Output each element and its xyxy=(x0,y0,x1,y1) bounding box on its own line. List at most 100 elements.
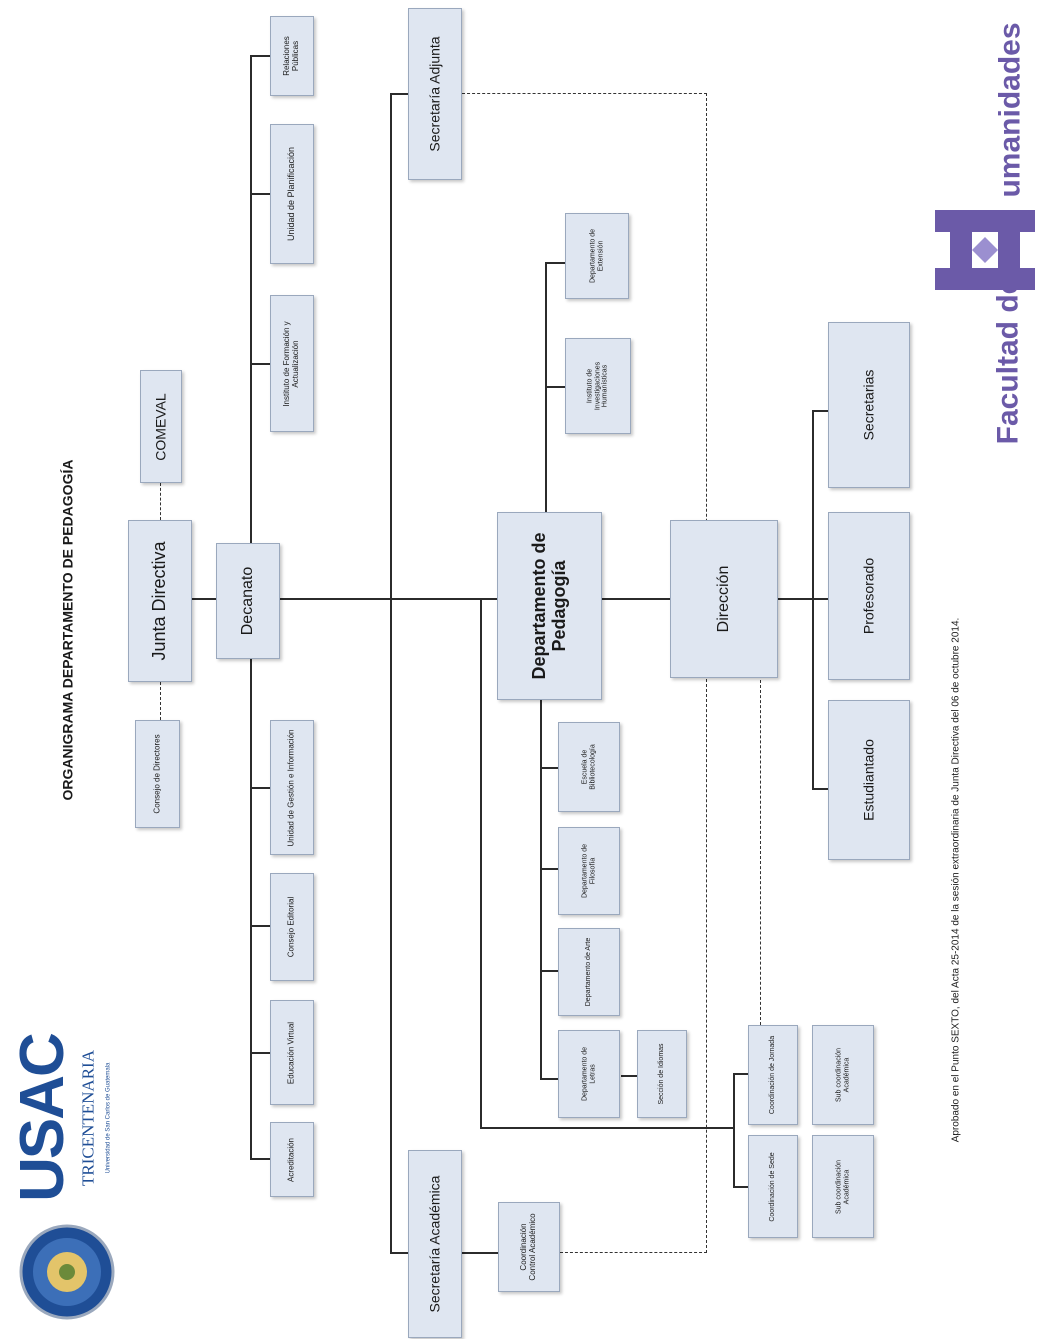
tick-filosofia xyxy=(540,868,558,870)
tick-coord-jornada xyxy=(733,1073,748,1075)
box-sub-academica-1: Sub coordinación Académica xyxy=(812,1025,874,1125)
box-instituto-formacion: Instituto de Formación y Actualización xyxy=(270,295,314,432)
box-acreditacion: Acreditación xyxy=(270,1122,314,1197)
facultad-suffix: umanidades xyxy=(993,22,1027,198)
label-instituto-formacion: Instituto de Formación y Actualización xyxy=(282,320,300,407)
tick-letras xyxy=(540,1078,558,1080)
label-junta-directiva: Junta Directiva xyxy=(149,541,170,661)
approval-note: Aprobado en el Punto SEXTO, del Acta 25-… xyxy=(945,430,967,1330)
box-comeval: COMEVAL xyxy=(140,370,182,483)
box-direccion: Dirección xyxy=(670,520,778,678)
label-consejo-editorial: Consejo Editorial xyxy=(286,896,296,958)
label-acreditacion: Acreditación xyxy=(286,1137,296,1182)
box-educacion-virtual: Educación Virtual xyxy=(270,1000,314,1105)
box-relaciones-publicas: Relaciones Públicas xyxy=(270,16,314,96)
tick-bibliotecologia xyxy=(540,767,558,769)
label-consejo-directores: Consejo de Directores xyxy=(152,734,162,814)
box-sub-academica-2: Sub coordinación Académica xyxy=(812,1135,874,1238)
box-unidad-planificacion: Unidad de Planificación xyxy=(270,124,314,264)
h-logo-icon xyxy=(935,210,1035,290)
box-instituto-investigaciones: Instituto de Investigaciones Humanística… xyxy=(565,338,631,434)
secretarias-branch-line xyxy=(390,93,392,1253)
box-coordinacion-jornada: Coordinación de Jornada xyxy=(748,1025,798,1125)
usac-seal-icon xyxy=(19,1224,115,1320)
box-unidad-gestion: Unidad de Gestión e Información xyxy=(270,720,314,855)
label-coordinacion-control: Coordinación Control Académico xyxy=(519,1213,537,1281)
label-unidad-planificacion: Unidad de Planificación xyxy=(286,146,297,242)
staff-branch-line xyxy=(812,410,814,790)
usac-name: USAC xyxy=(7,1033,77,1202)
letras-idiomas-line xyxy=(621,1075,637,1077)
tick-extension xyxy=(545,262,565,264)
dashed-sec-adjunta-top xyxy=(462,93,707,94)
departments-branch-line xyxy=(540,700,542,1080)
page-title-text: ORGANIGRAMA DEPARTAMENTO DE PEDAGOGÍA xyxy=(59,459,76,801)
tick-secretarias xyxy=(812,410,828,412)
box-departamento-arte: Departamento de Arte xyxy=(558,928,620,1016)
label-coordinacion-sede: Coordinación de Sede xyxy=(769,1151,777,1222)
usac-tagline: TRICENTENARIA xyxy=(78,1049,98,1186)
tick-planificacion xyxy=(250,193,270,195)
usac-logo: USAC TRICENTENARIA Universidad de San Ca… xyxy=(5,1010,125,1330)
tick-virtual xyxy=(250,1052,270,1054)
box-estudiantado: Estudiantado xyxy=(828,700,910,860)
tick-estudiantado xyxy=(812,788,828,790)
box-departamento-letras: Departamento de Letras xyxy=(558,1030,620,1118)
tick-arte xyxy=(540,970,558,972)
dashed-direccion-coord xyxy=(760,680,761,1025)
box-seccion-idiomas: Sección de Idiomas xyxy=(637,1030,687,1118)
label-escuela-bibliotecologia: Escuela de Bibliotecología xyxy=(581,744,596,790)
label-sub-academica-1: Sub coordinación Académica xyxy=(835,1047,850,1103)
dashed-comeval xyxy=(160,483,161,520)
tick-sec-academica xyxy=(390,1252,408,1254)
box-consejo-editorial: Consejo Editorial xyxy=(270,873,314,981)
box-secretaria-adjunta: Secretaría Adjunta xyxy=(408,8,462,180)
label-profesorado: Profesorado xyxy=(860,557,877,635)
box-departamento-pedagogia: Departamento de Pedagogía xyxy=(497,512,602,700)
tick-coord-control xyxy=(462,1252,498,1254)
coordinaciones-h-line xyxy=(480,1127,735,1129)
label-sub-academica-2: Sub coordinación Académica xyxy=(835,1159,850,1214)
box-secretarias: Secretarias xyxy=(828,322,910,488)
facultad-logo: Facultad de umanidades xyxy=(925,10,1045,450)
label-secretarias: Secretarias xyxy=(860,369,877,441)
label-educacion-virtual: Educación Virtual xyxy=(286,1021,296,1084)
box-escuela-bibliotecologia: Escuela de Bibliotecología xyxy=(558,722,620,812)
box-secretaria-academica: Secretaría Académica xyxy=(408,1150,462,1338)
box-consejo-directores: Consejo de Directores xyxy=(135,720,180,828)
box-coordinacion-sede: Coordinación de Sede xyxy=(748,1135,798,1238)
approval-note-text: Aprobado en el Punto SEXTO, del Acta 25-… xyxy=(950,617,962,1143)
box-profesorado: Profesorado xyxy=(828,512,910,680)
pedagogia-to-coordinaciones-line xyxy=(480,598,482,1128)
label-secretaria-academica: Secretaría Académica xyxy=(426,1175,443,1313)
label-departamento-filosofia: Departamento de Filosofía xyxy=(581,843,596,899)
tick-sec-adjunta xyxy=(390,93,408,95)
box-decanato: Decanato xyxy=(216,543,280,659)
label-comeval: COMEVAL xyxy=(152,392,169,461)
label-seccion-idiomas: Sección de Idiomas xyxy=(658,1043,666,1105)
dashed-consejo xyxy=(160,682,161,720)
direccion-branch-line xyxy=(778,598,812,600)
coordinaciones-v-line xyxy=(733,1073,735,1188)
label-departamento-letras: Departamento de Letras xyxy=(581,1046,596,1102)
label-instituto-investigaciones: Instituto de Investigaciones Humanística… xyxy=(586,361,609,411)
tick-relaciones xyxy=(250,55,270,57)
box-coordinacion-control: Coordinación Control Académico xyxy=(498,1202,560,1292)
usac-university: Universidad de San Carlos de Guatemala xyxy=(105,1062,112,1173)
tick-gestion xyxy=(250,787,270,789)
facultad-prefix: Facultad de xyxy=(991,277,1025,444)
box-departamento-extension: Departamento de Extensión xyxy=(565,213,629,299)
tick-investigaciones xyxy=(545,386,565,388)
label-estudiantado: Estudiantado xyxy=(860,739,877,821)
main-trunk-line xyxy=(190,598,670,600)
tick-acreditacion xyxy=(250,1158,270,1160)
label-departamento-arte: Departamento de Arte xyxy=(585,937,593,1007)
label-secretaria-adjunta: Secretaría Adjunta xyxy=(426,36,443,152)
label-departamento-pedagogia: Departamento de Pedagogía xyxy=(528,532,569,680)
tick-instituto-formacion xyxy=(250,363,270,365)
dashed-sec-academica-bottom xyxy=(560,1252,707,1253)
label-coordinacion-jornada: Coordinación de Jornada xyxy=(769,1035,777,1115)
box-departamento-filosofia: Departamento de Filosofía xyxy=(558,827,620,915)
tick-editorial xyxy=(250,925,270,927)
